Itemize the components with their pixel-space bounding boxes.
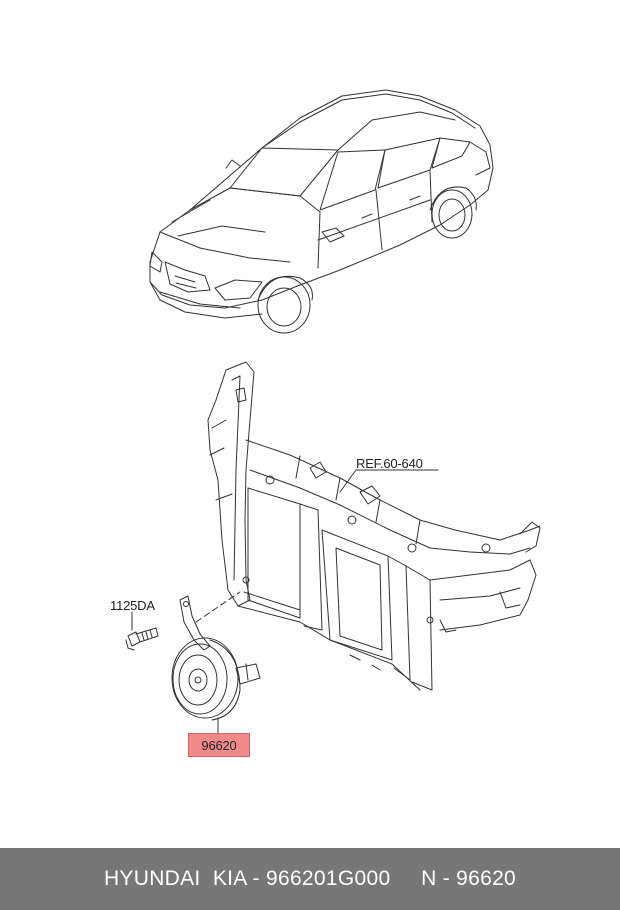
footer-part-number: HYUNDAI KIA - 966201G000 N - 96620 <box>103 867 517 890</box>
footer-bar: HYUNDAI KIA - 966201G000 N - 96620 <box>0 848 620 910</box>
bolt-part-label: 1125DA <box>110 598 155 613</box>
horn-illustration <box>171 595 261 735</box>
car-illustration <box>149 89 494 334</box>
front-end-module <box>207 361 541 691</box>
bolt-illustration <box>125 611 159 651</box>
reference-label: REF.60-640 <box>356 456 423 471</box>
mounting-dashed-line <box>195 591 241 623</box>
reference-leader-line <box>339 469 439 493</box>
parts-diagram <box>125 89 541 735</box>
horn-part-label[interactable]: 96620 <box>188 733 250 757</box>
